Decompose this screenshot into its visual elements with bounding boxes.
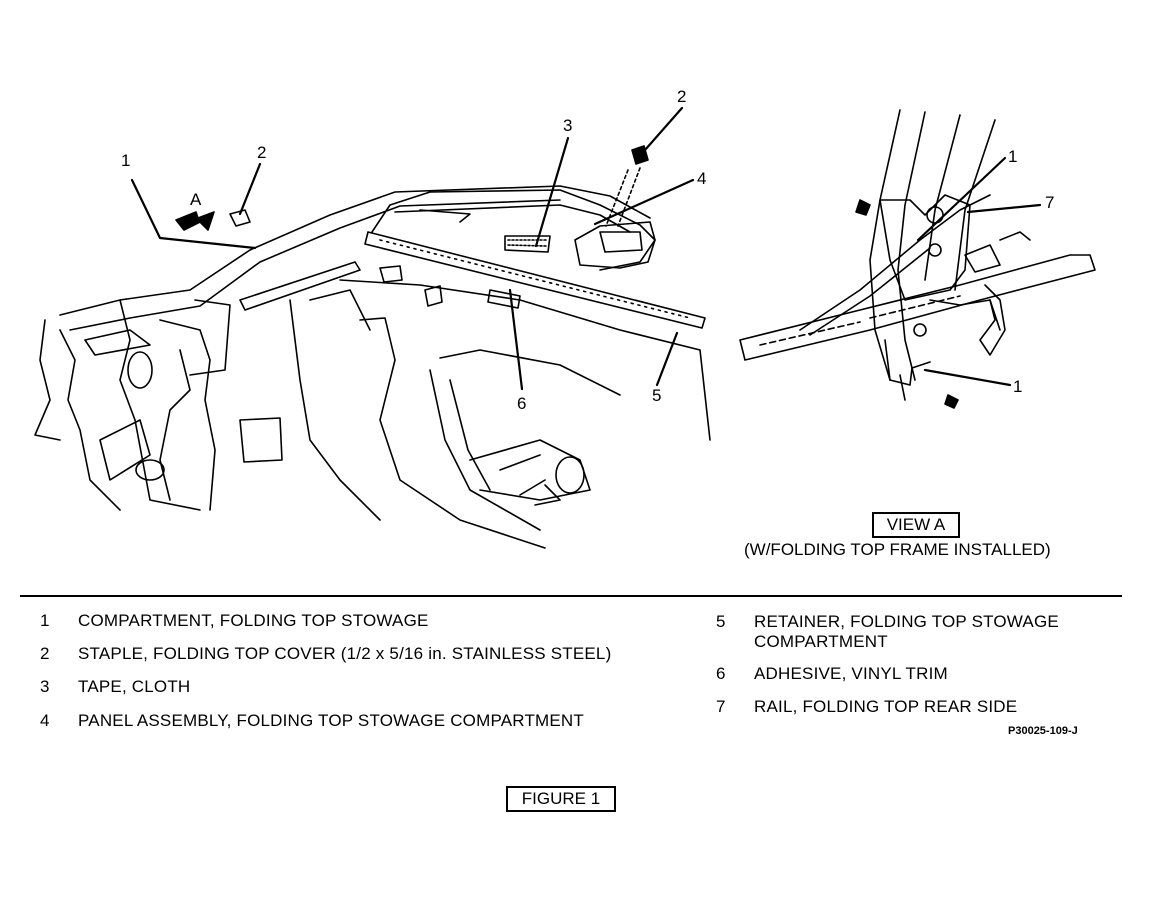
- callout-3: 3: [563, 116, 572, 135]
- view-arrow-label: A: [190, 190, 202, 209]
- callout-5: 5: [652, 386, 661, 405]
- callout-1-main: 1: [121, 151, 130, 170]
- figure-label: FIGURE 1: [506, 786, 616, 812]
- legend-num-1: 1: [40, 611, 50, 630]
- legend-num-4: 4: [40, 711, 50, 730]
- legend-text-2: STAPLE, FOLDING TOP COVER (1/2 x 5/16 in…: [78, 644, 612, 663]
- callout-7: 7: [1045, 193, 1054, 212]
- legend-num-5: 5: [716, 612, 726, 631]
- legend-text-5: RETAINER, FOLDING TOP STOWAGE COMPARTMEN…: [754, 612, 1059, 651]
- legend-text-1: COMPARTMENT, FOLDING TOP STOWAGE: [78, 611, 429, 630]
- legend-divider: [20, 595, 1122, 597]
- legend-num-7: 7: [716, 697, 726, 716]
- callout-1-view-a-bottom: 1: [1013, 377, 1022, 396]
- leader-lines: [130, 106, 1042, 391]
- main-view-drawing: [34, 145, 711, 549]
- callout-6: 6: [517, 394, 526, 413]
- callout-2-left: 2: [257, 143, 266, 162]
- callout-labels: 1 2 3 2 4 6 5 A 1 7 1: [121, 87, 1054, 413]
- part-code: P30025-109-J: [1008, 725, 1078, 737]
- view-a-caption: (W/FOLDING TOP FRAME INSTALLED): [744, 540, 1051, 559]
- legend-num-6: 6: [716, 664, 726, 683]
- legend-text-4: PANEL ASSEMBLY, FOLDING TOP STOWAGE COMP…: [78, 711, 584, 730]
- view-a-title: VIEW A: [872, 512, 960, 538]
- legend-num-3: 3: [40, 677, 50, 696]
- view-a-drawing: [739, 109, 1096, 409]
- legend-text-3: TAPE, CLOTH: [78, 677, 191, 696]
- legend-text-6: ADHESIVE, VINYL TRIM: [754, 664, 948, 683]
- callout-4: 4: [697, 169, 706, 188]
- legend-text-7: RAIL, FOLDING TOP REAR SIDE: [754, 697, 1018, 716]
- legend-num-2: 2: [40, 644, 50, 663]
- callout-2-top: 2: [677, 87, 686, 106]
- callout-1-view-a-top: 1: [1008, 147, 1017, 166]
